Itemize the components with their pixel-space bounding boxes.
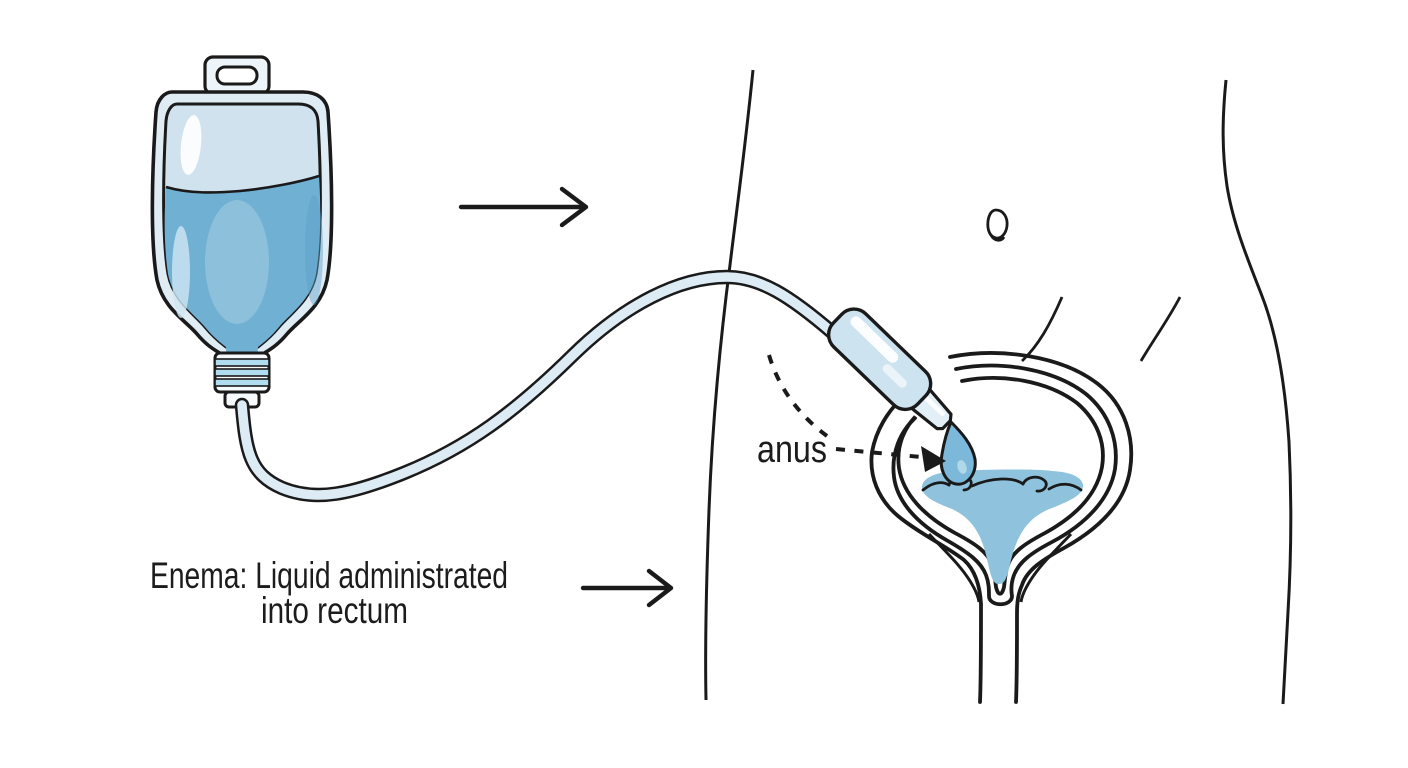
anus-leader-arrow-icon [767, 354, 946, 472]
nozzle [826, 307, 959, 437]
connector-stripe [214, 368, 270, 377]
bag-air-highlight [180, 115, 202, 175]
flow-arrow-top-icon [458, 186, 589, 228]
caption-arrow-icon [580, 568, 674, 608]
tube-fill [237, 272, 867, 500]
liquid-drop [939, 419, 977, 486]
rectum-wall-outer-left [869, 395, 983, 704]
leader-curve [767, 354, 829, 438]
navel-icon [986, 208, 1009, 240]
caption-line-2: into rectum [261, 590, 408, 631]
nozzle-handle-highlight-small [882, 364, 907, 388]
caption-line-1: Enema: Liquid administrated [150, 555, 508, 596]
thigh-crease-right [1019, 532, 1073, 603]
rectal-liquid-pool [921, 469, 1084, 584]
flow-arrow-top-head [559, 186, 589, 228]
thigh-crease-left [927, 532, 981, 603]
rectum-wall-outer-right [948, 351, 1134, 704]
rectum-walls [869, 351, 1134, 704]
enema-bag [150, 55, 334, 409]
hip-crease-inner [1021, 296, 1064, 363]
bag-liquid-surface-line [165, 174, 320, 194]
bag-hanger-slot [215, 65, 259, 86]
labels: anus Enema: Liquid administrated into re… [150, 429, 827, 631]
bag-liquid-highlight [205, 200, 269, 324]
drop-shape [939, 419, 977, 486]
connector-stripe [214, 378, 270, 387]
drop-highlight [957, 460, 967, 474]
rectum-wall-middle [891, 363, 1118, 607]
navel-fold [989, 234, 1006, 242]
bag-liquid-crescent [172, 226, 190, 318]
caption-arrow-head [646, 568, 674, 608]
hip-crease-outer [1139, 296, 1182, 362]
anus-label: anus [757, 429, 827, 471]
nozzle-handle-highlight [850, 316, 899, 363]
rectum-wall-inner [896, 376, 1105, 596]
supply-tube [234, 269, 870, 503]
leader-line [835, 447, 922, 459]
pool-surface-line-right [1047, 482, 1083, 492]
bag-liquid-shadow [305, 195, 323, 305]
torso-line-right [1221, 79, 1293, 705]
leader-arrowhead [921, 446, 946, 472]
nozzle-handle [826, 307, 933, 412]
pool-surface-line-mid [970, 477, 1025, 488]
arrows [458, 186, 674, 608]
connector-stripe [214, 358, 270, 367]
pool-fill [922, 469, 1084, 584]
body-outline [704, 69, 1293, 705]
pool-swirl-right [1021, 475, 1048, 493]
pool-surface-line-left [921, 481, 951, 492]
torso-line-left [704, 69, 755, 701]
